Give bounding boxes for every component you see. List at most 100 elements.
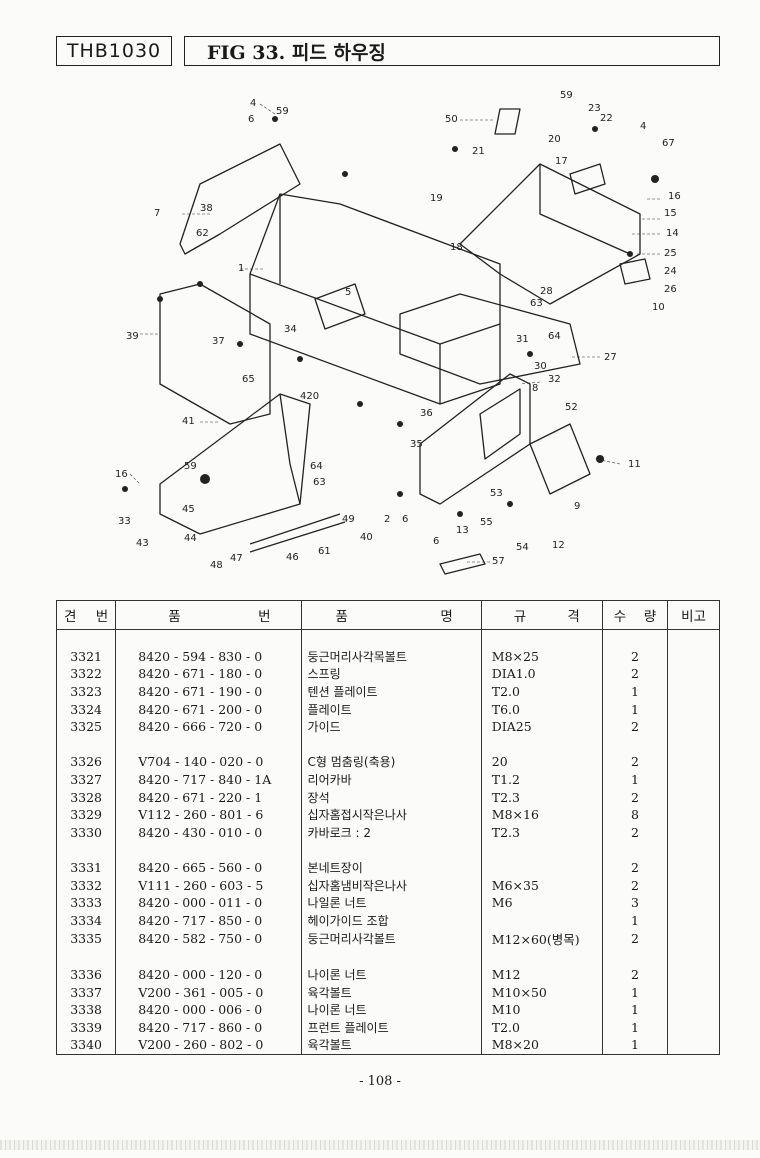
part-spec-cell: M12×60(병목)	[480, 929, 603, 949]
empty-cell	[55, 841, 117, 859]
col-header-note-2: 고	[693, 609, 706, 625]
svg-text:33: 33	[118, 516, 131, 527]
part-number-cell: 8420 - 717 - 850 - 0	[115, 911, 302, 930]
part-spec-cell	[480, 911, 603, 930]
svg-text:16: 16	[668, 191, 681, 202]
part-number-cell: 8420 - 717 - 860 - 0	[115, 1018, 302, 1037]
part-number-cell: 8420 - 671 - 190 - 0	[115, 682, 302, 701]
group-spacer-row	[55, 948, 720, 966]
svg-text:13: 13	[456, 525, 469, 536]
svg-text:54: 54	[516, 542, 529, 553]
part-number-cell: V112 - 260 - 801 - 6	[115, 805, 302, 824]
svg-text:36: 36	[420, 408, 433, 419]
part-index-cell: 3334	[55, 911, 117, 930]
empty-cell	[55, 948, 117, 966]
group-spacer-row	[55, 841, 720, 859]
col-header-name-1: 품	[335, 609, 348, 625]
note-cell	[667, 929, 720, 949]
svg-text:9: 9	[574, 501, 580, 512]
svg-text:25: 25	[664, 248, 677, 259]
svg-text:67: 67	[662, 138, 675, 149]
svg-text:4: 4	[250, 98, 256, 109]
parts-list-table: 견 번 품 번 품 명 규 격	[55, 600, 720, 1055]
note-cell	[667, 823, 720, 842]
empty-cell	[667, 841, 720, 859]
note-cell	[667, 753, 720, 771]
note-cell	[667, 983, 720, 1001]
part-spec-cell: M12	[480, 965, 603, 984]
col-header-part-no: 품 번	[115, 600, 302, 630]
svg-text:63: 63	[530, 298, 543, 309]
svg-text:14: 14	[666, 228, 679, 239]
note-cell	[667, 665, 720, 683]
part-name-cell: 텐션 플레이트	[300, 682, 482, 701]
svg-text:1: 1	[238, 263, 244, 274]
part-spec-cell: M8×16	[480, 805, 603, 824]
col-header-name-2: 명	[440, 609, 453, 625]
part-spec-cell: M8×25	[480, 647, 603, 666]
part-number-cell: 8420 - 671 - 220 - 1	[115, 788, 302, 806]
part-index-cell: 3332	[55, 876, 117, 894]
part-index-cell: 3338	[55, 1000, 117, 1019]
note-cell	[667, 858, 720, 877]
part-index-cell: 3331	[55, 858, 117, 877]
part-qty-cell: 2	[601, 665, 669, 683]
note-cell	[667, 1000, 720, 1019]
svg-text:53: 53	[490, 488, 503, 499]
part-spec-cell: DIA25	[480, 717, 603, 736]
svg-text:59: 59	[276, 106, 289, 117]
empty-cell	[601, 948, 669, 966]
svg-text:47: 47	[230, 553, 243, 564]
part-name-cell: 카바로크 : 2	[300, 823, 482, 842]
part-spec-cell: M10×50	[480, 983, 603, 1001]
group-spacer-row	[55, 735, 720, 754]
note-cell	[667, 770, 720, 789]
svg-text:38: 38	[200, 203, 213, 214]
part-index-cell: 3328	[55, 788, 117, 806]
svg-text:28: 28	[540, 286, 553, 297]
empty-cell	[480, 948, 603, 966]
part-spec-cell: T1.2	[480, 770, 603, 789]
part-index-cell: 3335	[55, 929, 117, 949]
table-header-row: 견 번 품 번 품 명 규 격	[55, 600, 720, 630]
empty-cell	[667, 948, 720, 966]
note-cell	[667, 700, 720, 718]
svg-text:59: 59	[184, 461, 197, 472]
part-number-cell: 8420 - 430 - 010 - 0	[115, 823, 302, 842]
empty-cell	[667, 735, 720, 754]
col-header-qty: 수 량	[601, 600, 669, 630]
svg-text:6: 6	[433, 536, 439, 547]
note-cell	[667, 788, 720, 806]
svg-text:41: 41	[182, 416, 195, 427]
svg-text:59: 59	[560, 90, 573, 101]
col-header-note: 비 고	[667, 600, 720, 630]
svg-text:7: 7	[154, 208, 160, 219]
part-qty-cell: 1	[601, 983, 669, 1001]
part-qty-cell: 2	[601, 823, 669, 842]
figure-title-box: FIG 33. 피드 하우징	[184, 36, 720, 66]
svg-text:65: 65	[242, 374, 255, 385]
part-spec-cell: T2.3	[480, 788, 603, 806]
svg-text:6: 6	[248, 114, 254, 125]
empty-cell	[667, 629, 720, 648]
part-qty-cell: 1	[601, 682, 669, 701]
svg-text:46: 46	[286, 552, 299, 563]
part-index-cell: 3337	[55, 983, 117, 1001]
note-cell	[667, 682, 720, 701]
svg-text:52: 52	[565, 402, 578, 413]
part-name-cell: 나이론 너트	[300, 1000, 482, 1019]
part-spec-cell: M8×20	[480, 1036, 603, 1055]
svg-text:64: 64	[310, 461, 323, 472]
part-spec-cell: T2.0	[480, 1018, 603, 1037]
col-header-spec-1: 규	[513, 609, 527, 625]
